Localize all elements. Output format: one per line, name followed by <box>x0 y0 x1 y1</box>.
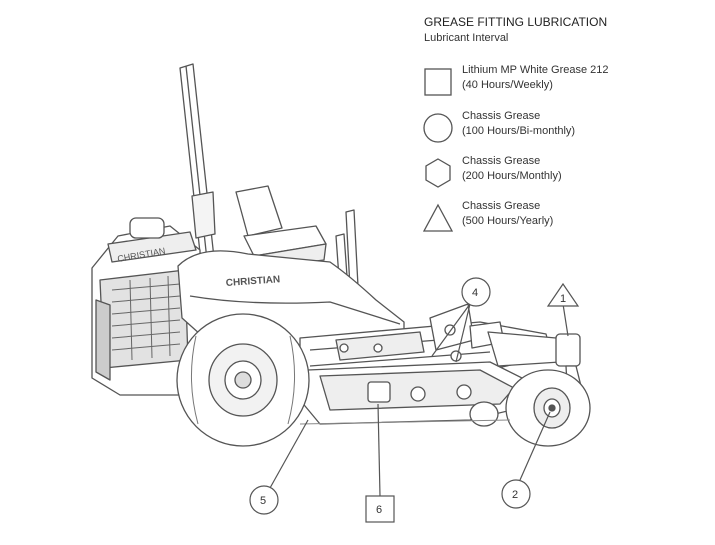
rear-wheel <box>176 313 310 447</box>
callout-4: 4 <box>431 277 491 363</box>
legend-title: GREASE FITTING LUBRICATION <box>424 15 608 29</box>
legend-item-label: Chassis Grease <box>462 200 541 212</box>
legend-item-circle: Chassis Grease (100 Hours/Bi-monthly) <box>422 110 712 146</box>
mower-deck <box>299 361 535 427</box>
legend-item-square: Lithium MP White Grease 212 (40 Hours/We… <box>422 64 712 100</box>
front-caster-wheel <box>505 369 591 447</box>
callout-5: 5 <box>249 419 309 515</box>
callout-6-label: 6 <box>376 504 382 516</box>
ground-line <box>299 419 511 425</box>
triangle-symbol-icon <box>422 203 454 232</box>
engine-block: CHRISTIAN <box>91 217 201 396</box>
hexagon-symbol-icon <box>425 158 451 188</box>
legend-item-hexagon: Chassis Grease (200 Hours/Monthly) <box>422 155 712 191</box>
legend-item-interval: (100 Hours/Bi-monthly) <box>462 125 576 137</box>
legend-item-label: Chassis Grease <box>462 110 541 122</box>
callout-4-label: 4 <box>472 287 478 299</box>
callout-1-label: 1 <box>560 293 566 305</box>
callout-1: 1 <box>546 282 580 337</box>
callout-6: 6 <box>365 403 395 523</box>
circle-symbol-icon <box>423 113 453 143</box>
legend-subtitle: Lubricant Interval <box>424 32 509 44</box>
legend-item-interval: (500 Hours/Yearly) <box>462 215 554 227</box>
svg-text:CHRISTIAN: CHRISTIAN <box>225 274 280 289</box>
legend-item-triangle: Chassis Grease (500 Hours/Yearly) <box>422 200 712 236</box>
legend-item-label: Chassis Grease <box>462 155 541 167</box>
legend-item-interval: (40 Hours/Weekly) <box>462 79 553 91</box>
callout-2-label: 2 <box>512 489 518 501</box>
legend-item-interval: (200 Hours/Monthly) <box>462 170 562 182</box>
legend-item-label: Lithium MP White Grease 212 <box>462 64 609 76</box>
callout-2: 2 <box>501 411 551 509</box>
square-symbol-icon <box>424 68 452 96</box>
callout-5-label: 5 <box>260 495 266 507</box>
